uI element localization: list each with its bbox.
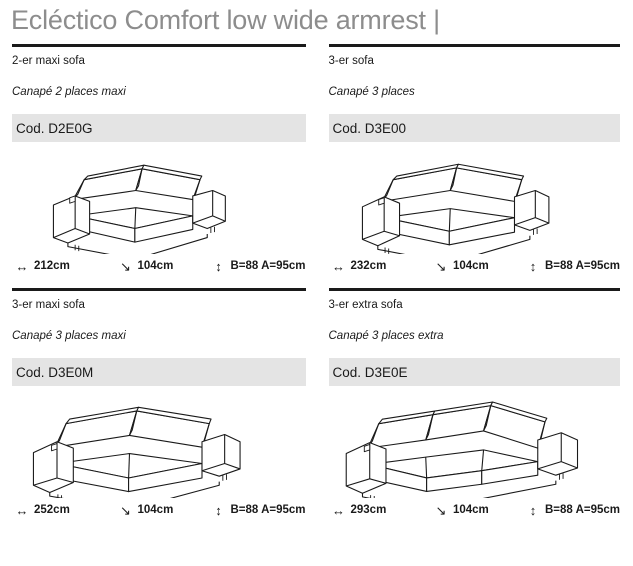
height-arrow-icon: ↕ (529, 258, 537, 274)
sofa-3-seat-maxi-drawing (12, 386, 306, 498)
height-value: B=88 A=95cm (230, 260, 306, 272)
height-arrow-icon: ↕ (215, 502, 222, 518)
product-code-band: Cod. D3E00 (328, 114, 620, 142)
depth-arrow-icon: ↘ (435, 258, 447, 274)
product-name-fr: Canapé 3 places maxi (12, 330, 126, 342)
height-arrow-icon: ↕ (529, 502, 537, 518)
height-value: B=88 A=95cm (230, 504, 306, 516)
dimension-depth: ↘ 104cm (431, 260, 523, 273)
width-value: 212cm (34, 260, 70, 272)
depth-value: 104cm (452, 260, 489, 272)
product-name-fr: Canapé 3 places (328, 86, 415, 98)
product-name-de: 3-er maxi sofa (12, 299, 85, 311)
product-code: Cod. D3E0E (332, 364, 408, 380)
product-grid: 2-er maxi sofa Canapé 2 places maxi Cod.… (0, 44, 633, 521)
product-code: Cod. D3E0M (16, 364, 94, 380)
dimension-depth: ↘ 104cm (431, 504, 523, 517)
sofa-2-seat-maxi-drawing (12, 142, 306, 254)
dimension-width: ↔ 232cm (329, 260, 431, 273)
product-row-2: 3-er maxi sofa Canapé 3 places maxi Cod.… (0, 288, 633, 521)
dimension-width: ↔ 293cm (329, 504, 431, 517)
product-card-3er-maxi-sofa[interactable]: 3-er maxi sofa Canapé 3 places maxi Cod.… (0, 288, 317, 521)
depth-arrow-icon: ↘ (435, 502, 447, 518)
product-name-fr: Canapé 3 places extra (328, 330, 444, 342)
product-name-de: 3-er extra sofa (328, 299, 403, 311)
dimension-width: ↔ 252cm (12, 504, 116, 517)
dimension-height: ↕ B=88 A=95cm (208, 504, 305, 517)
product-card-3er-sofa[interactable]: 3-er sofa Canapé 3 places Cod. D3E00 (317, 44, 633, 277)
card-top-rule (12, 44, 306, 47)
dimension-height: ↕ B=88 A=95cm (523, 260, 620, 273)
depth-arrow-icon: ↘ (120, 258, 131, 274)
width-value: 232cm (350, 260, 387, 272)
depth-arrow-icon: ↘ (120, 502, 131, 518)
dimensions-3er-maxi-sofa: ↔ 252cm ↘ 104cm ↕ B=88 A=95cm (12, 499, 306, 521)
width-value: 252cm (34, 504, 70, 516)
dimensions-3er-sofa: ↔ 232cm ↘ 104cm ↕ B=88 A=95cm (329, 255, 620, 277)
width-arrow-icon: ↔ (15, 502, 29, 518)
page-title: Ecléctico Comfort low wide armrest | (11, 5, 440, 35)
product-code: Cod. D2E0G (16, 120, 93, 136)
dimension-depth: ↘ 104cm (116, 260, 209, 273)
card-top-rule (12, 288, 306, 291)
dimension-height: ↕ B=88 A=95cm (208, 260, 305, 273)
depth-value: 104cm (452, 504, 489, 516)
product-row-1: 2-er maxi sofa Canapé 2 places maxi Cod.… (0, 44, 633, 277)
dimensions-3er-extra-sofa: ↔ 293cm ↘ 104cm ↕ B=88 A=95cm (329, 499, 620, 521)
product-code-band: Cod. D3E0M (12, 358, 306, 386)
width-value: 293cm (350, 504, 387, 516)
depth-value: 104cm (137, 260, 174, 272)
width-arrow-icon: ↔ (332, 502, 345, 518)
product-name-de: 2-er maxi sofa (12, 55, 85, 67)
product-card-2er-maxi-sofa[interactable]: 2-er maxi sofa Canapé 2 places maxi Cod.… (0, 44, 317, 277)
depth-value: 104cm (137, 504, 174, 516)
dimension-width: ↔ 212cm (12, 260, 116, 273)
card-top-rule (328, 288, 620, 291)
height-arrow-icon: ↕ (215, 258, 222, 274)
card-top-rule (328, 44, 620, 47)
dimensions-2er-maxi-sofa: ↔ 212cm ↘ 104cm ↕ B=88 A=95cm (12, 255, 306, 277)
product-card-3er-extra-sofa[interactable]: 3-er extra sofa Canapé 3 places extra Co… (317, 288, 633, 521)
dimension-height: ↕ B=88 A=95cm (523, 504, 620, 517)
sofa-3-seat-drawing (329, 142, 621, 254)
product-name-fr: Canapé 2 places maxi (12, 86, 126, 98)
width-arrow-icon: ↔ (332, 258, 345, 274)
width-arrow-icon: ↔ (15, 258, 29, 274)
product-code-band: Cod. D2E0G (12, 114, 306, 142)
product-code-band: Cod. D3E0E (328, 358, 620, 386)
sofa-3-seat-extra-drawing (329, 386, 621, 498)
height-value: B=88 A=95cm (544, 260, 620, 272)
height-value: B=88 A=95cm (544, 504, 620, 516)
dimension-depth: ↘ 104cm (116, 504, 209, 517)
product-name-de: 3-er sofa (328, 55, 374, 67)
product-code: Cod. D3E00 (332, 120, 407, 136)
